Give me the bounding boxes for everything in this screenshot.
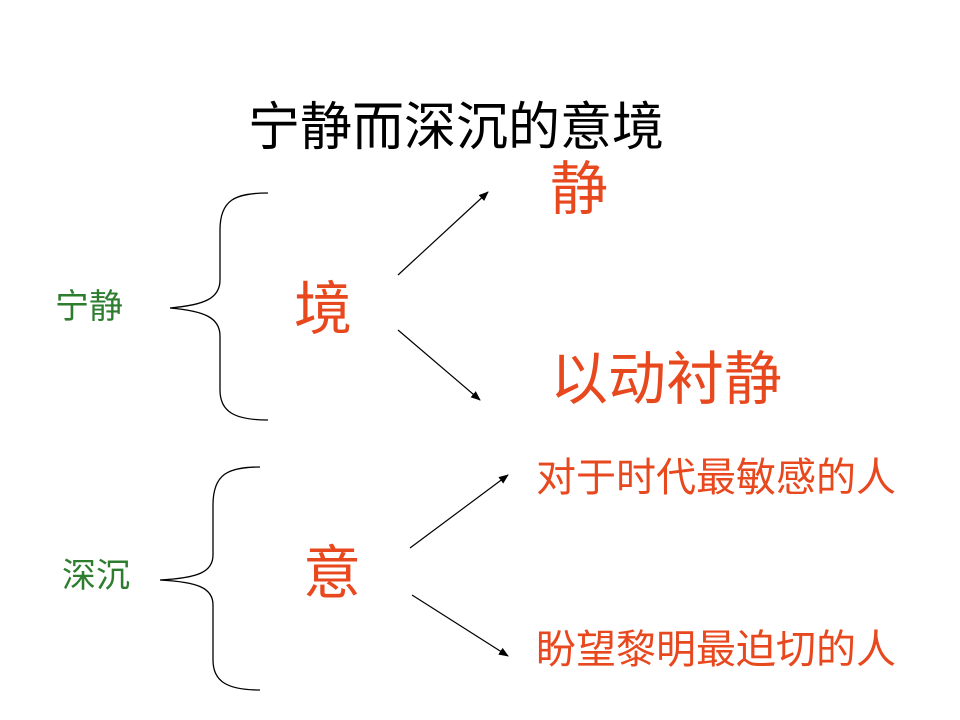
lower-brace — [159, 466, 261, 691]
label-yidong-chenjing: 以动衬静 — [550, 345, 783, 413]
label-sensitive-person: 对于时代最敏感的人 — [536, 455, 896, 501]
label-jing-branch: 静 — [550, 155, 609, 223]
arrow-upper-bottom — [397, 329, 481, 401]
label-jing-center: 境 — [294, 275, 353, 343]
arrow-upper-top — [397, 191, 489, 276]
label-eager-person: 盼望黎明最迫切的人 — [536, 627, 896, 673]
upper-brace — [169, 192, 269, 421]
label-ningjing: 宁静 — [55, 287, 123, 327]
arrow-lower-top — [409, 474, 509, 549]
label-shenchen: 深沉 — [62, 556, 130, 596]
page-title: 宁静而深沉的意境 — [248, 98, 665, 158]
arrow-lower-bottom — [411, 594, 509, 657]
label-yi-center: 意 — [303, 539, 362, 607]
